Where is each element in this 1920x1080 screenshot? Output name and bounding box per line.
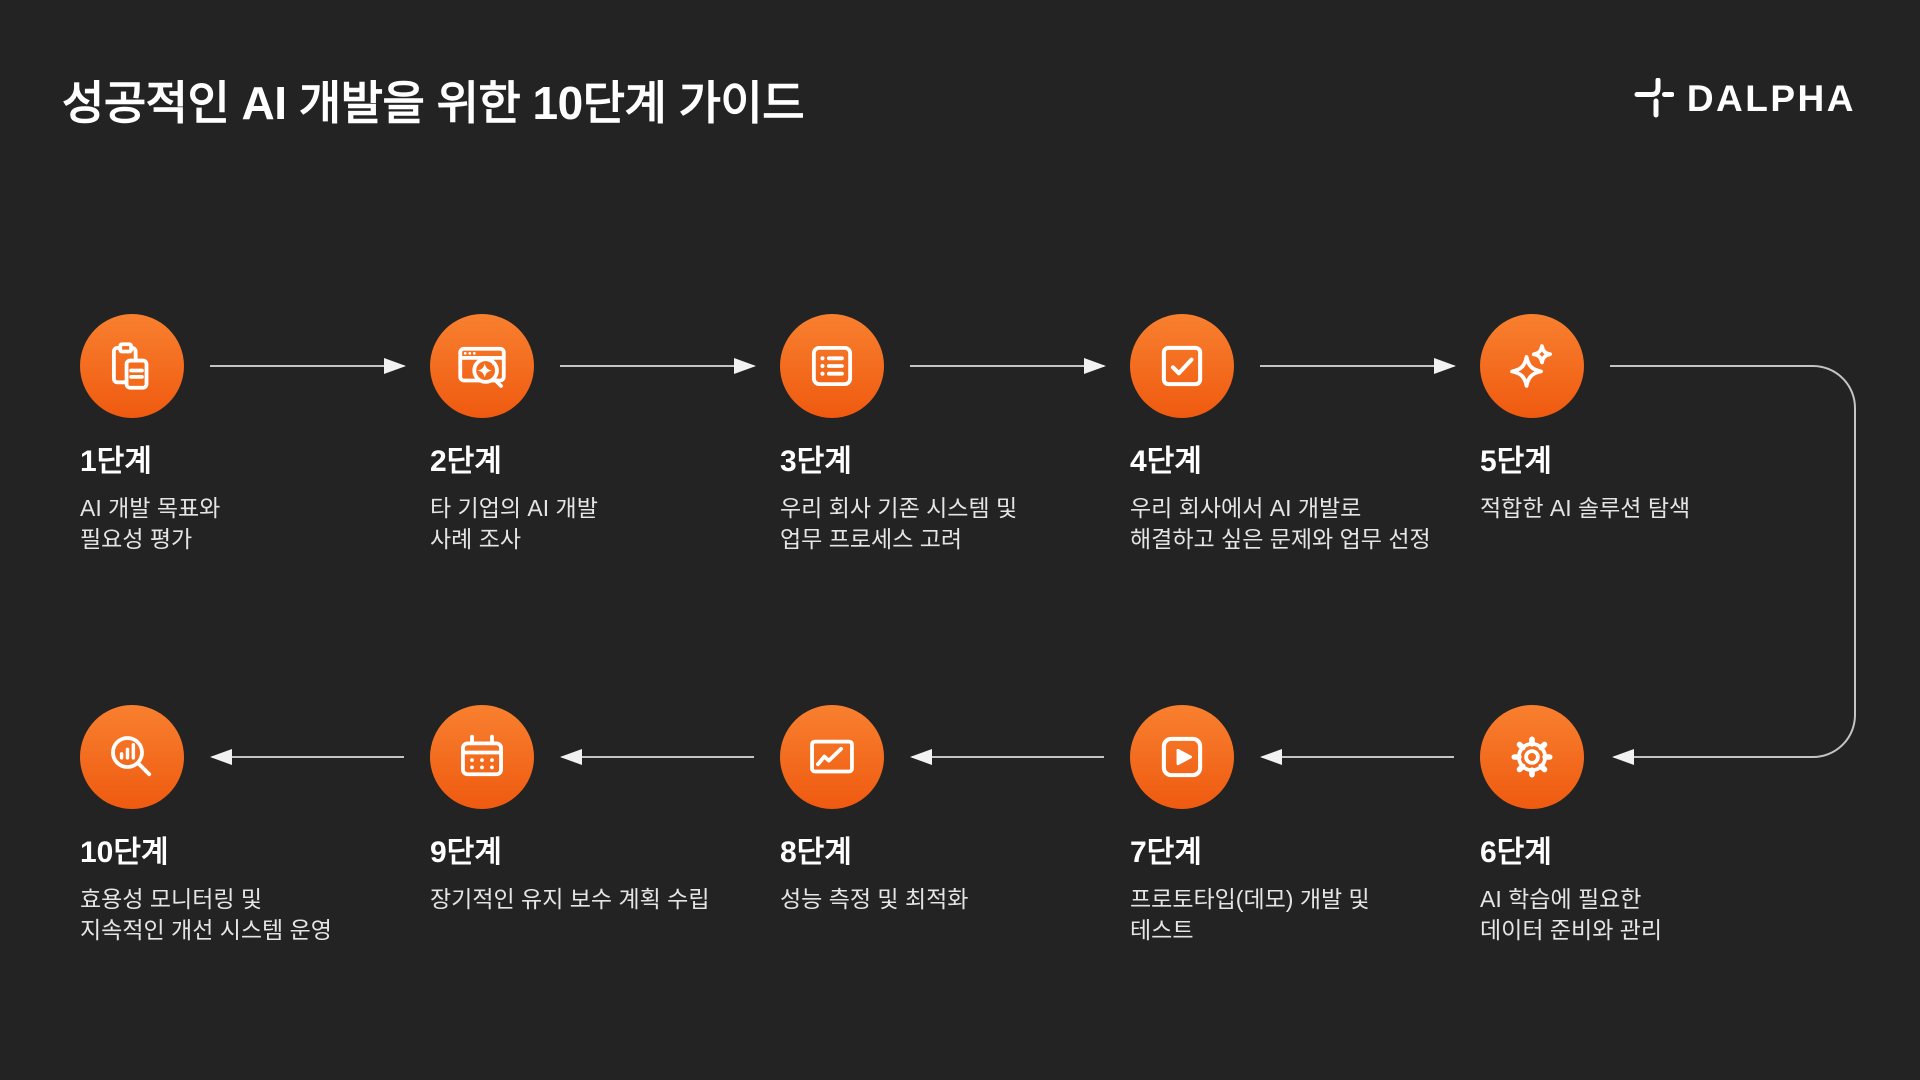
step-label: 4단계 (1130, 445, 1202, 478)
step-icon-circle (1130, 705, 1234, 809)
step-description-line: 지속적인 개선 시스템 운영 (80, 917, 332, 943)
step-item-5: 5단계 적합한 AI 솔루션 탐색 (1480, 314, 1840, 524)
step-description-line: 성능 측정 및 최적화 (780, 886, 969, 912)
step-label: 7단계 (1130, 836, 1202, 869)
step-description-line: AI 학습에 필요한 (1480, 886, 1642, 912)
step-icon-circle (1480, 705, 1584, 809)
step-icon-circle (80, 314, 184, 418)
step-icon-circle (1480, 314, 1584, 418)
step-icon-circle (1130, 314, 1234, 418)
step-description-line: 해결하고 싶은 문제와 업무 선정 (1130, 526, 1431, 552)
step-label: 10단계 (80, 836, 169, 869)
step-description: 적합한 AI 솔루션 탐색 (1480, 493, 1840, 524)
search-chart-icon (111, 736, 152, 777)
clipboard-copy-icon (111, 342, 149, 390)
step-description: 성능 측정 및 최적화 (780, 884, 1140, 915)
logo-wordmark: DALPHA (1686, 77, 1856, 119)
step-label: 2단계 (430, 445, 502, 478)
play-button-icon (1161, 736, 1203, 778)
calendar-icon (461, 734, 503, 777)
checkbox-icon (1161, 345, 1203, 387)
step-description-line: 우리 회사에서 AI 개발로 (1130, 495, 1362, 521)
step-icon-circle (80, 705, 184, 809)
step-description-line: 장기적인 유지 보수 계획 수립 (430, 886, 710, 912)
dalpha-logo: DALPHA (1634, 78, 1856, 118)
step-description-line: 프로토타입(데모) 개발 및 (1130, 886, 1370, 912)
step-description-line: 사례 조사 (430, 526, 522, 552)
step-label: 9단계 (430, 836, 502, 869)
page-title: 성공적인 AI 개발을 위한 10단계 가이드 (62, 77, 805, 129)
step-description-line: 효용성 모니터링 및 (80, 886, 263, 912)
step-label: 6단계 (1480, 836, 1552, 869)
step-icon-circle (780, 705, 884, 809)
step-description-line: 필요성 평가 (80, 526, 193, 552)
step-description-line: 업무 프로세스 고려 (780, 526, 963, 552)
step-description: 장기적인 유지 보수 계획 수립 (430, 884, 790, 915)
step-description-line: 적합한 AI 솔루션 탐색 (1480, 495, 1691, 521)
step-icon-circle (780, 314, 884, 418)
bullet-list-icon (811, 345, 853, 387)
step-label: 5단계 (1480, 445, 1552, 478)
step-item-9: 9단계 장기적인 유지 보수 계획 수립 (430, 705, 790, 915)
dalpha-plus-mark-icon (1634, 78, 1674, 118)
step-description-line: AI 개발 목표와 (80, 495, 221, 521)
step-label: 3단계 (780, 445, 852, 478)
sparkles-icon (1510, 344, 1553, 388)
trend-chart-icon (810, 739, 854, 774)
step-description-line: 테스트 (1130, 917, 1194, 943)
step-icon-circle (430, 705, 534, 809)
gear-icon (1511, 736, 1553, 778)
step-description-line: 타 기업의 AI 개발 (430, 495, 598, 521)
step-label: 8단계 (780, 836, 852, 869)
step-description-line: 데이터 준비와 관리 (1480, 917, 1663, 943)
step-description-line: 우리 회사 기존 시스템 및 (780, 495, 1018, 521)
browser-search-icon (458, 346, 506, 388)
step-item-8: 8단계 성능 측정 및 최적화 (780, 705, 1140, 915)
step-label: 1단계 (80, 445, 152, 478)
step-icon-circle (430, 314, 534, 418)
